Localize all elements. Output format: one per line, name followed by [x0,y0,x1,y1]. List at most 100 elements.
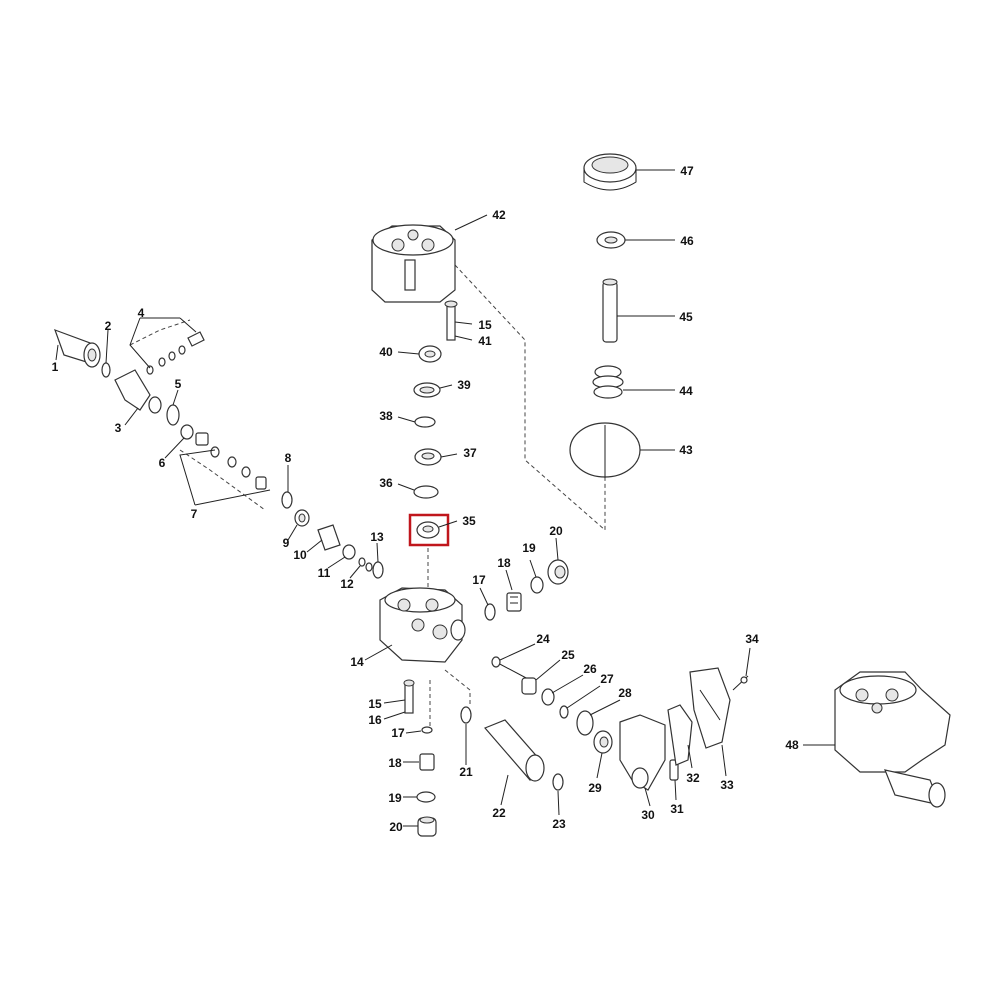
part-11-seal [342,544,356,560]
part-15-41-screw [444,300,458,341]
label-35: 35 [462,514,476,528]
part-43-diaphragm [569,422,641,478]
label-37: 37 [463,446,477,460]
label-30: 30 [641,808,655,822]
label-17-lower: 17 [391,726,405,740]
part-35-highlight-box [408,513,450,547]
label-31: 31 [670,802,684,816]
part-37-seal [414,448,442,466]
label-21: 21 [459,765,473,779]
part-32-bracket [667,704,693,766]
label-46: 46 [680,234,694,248]
label-19-upper: 19 [522,541,536,555]
label-18-lower: 18 [388,756,402,770]
label-11: 11 [318,566,331,580]
label-17-upper: 17 [472,573,486,587]
part-9-cap [294,509,310,527]
part-39-spring-washer [413,382,441,398]
label-26: 26 [583,662,597,676]
label-4: 4 [138,306,145,320]
label-32: 32 [686,771,700,785]
part-15-16-stud [403,679,415,714]
assembly-guide-lines [129,264,606,730]
label-40: 40 [379,345,393,359]
part-17-lower-oring [421,726,433,734]
label-34: 34 [745,632,759,646]
label-14: 14 [350,655,364,669]
part-20-lower-cap [417,816,437,837]
part-19-lower-oring [416,791,436,803]
label-16: 16 [368,713,382,727]
part-34-screw [732,675,749,691]
callout-labels: 1 2 3 4 5 6 7 8 9 10 11 12 13 14 15 15 1… [52,164,799,834]
label-23: 23 [552,817,566,831]
part-10-valve-housing [317,524,341,551]
part-19-oring [530,576,544,594]
part-35-seal [416,521,440,539]
label-19-lower: 19 [388,791,402,805]
part-46-seal [596,231,626,249]
label-27: 27 [600,672,614,686]
label-3: 3 [115,421,122,435]
part-17-oring [484,603,496,621]
label-24: 24 [536,632,550,646]
part-44-spring [592,365,624,399]
label-15-upper: 15 [478,318,492,332]
label-28: 28 [618,686,632,700]
label-43: 43 [679,443,693,457]
part-8-oring [281,491,293,509]
label-10: 10 [293,548,307,562]
part-42-upper-housing [371,224,456,303]
part-21-oring [460,706,472,724]
label-2: 2 [105,319,112,333]
part-18-valve [506,592,522,612]
part-14-pump-head [379,587,466,663]
part-6-bushing [180,424,209,446]
label-6: 6 [159,456,166,470]
label-38: 38 [379,409,393,423]
label-15-lower: 15 [368,697,382,711]
part-45-rod [602,278,618,343]
part-33-cover [689,667,731,749]
label-5: 5 [175,377,182,391]
label-18-upper: 18 [497,556,511,570]
label-41: 41 [478,334,492,348]
part-7-valve-set [210,446,267,490]
part-22-outlet-fitting [483,719,545,782]
part-18-lower-valve [419,753,435,771]
part-38-oring [414,416,436,428]
part-26-seal [541,688,555,706]
part-1-inlet-fitting [53,328,101,368]
part-25-bushing [521,677,537,695]
part-36-oring [413,485,439,499]
label-42: 42 [492,208,506,222]
label-8: 8 [285,451,292,465]
part-28-oring [576,710,594,736]
part-24-plunger [491,656,531,681]
part-23-oring [552,773,564,791]
label-20-upper: 20 [549,524,563,538]
part-27-washer [559,705,569,719]
leader-lines [55,169,835,827]
label-48: 48 [785,738,799,752]
label-25: 25 [561,648,575,662]
part-5-oring [166,404,180,426]
part-29-cap [593,730,613,754]
part-40-nut [418,345,442,363]
label-22: 22 [492,806,506,820]
label-39: 39 [457,378,471,392]
label-45: 45 [679,310,693,324]
label-20-lower: 20 [389,820,403,834]
label-7: 7 [191,507,198,521]
part-2-oring [101,362,111,378]
label-12: 12 [340,577,354,591]
part-20-cap [547,559,569,585]
label-1: 1 [52,360,59,374]
label-9: 9 [283,536,290,550]
label-13: 13 [370,530,384,544]
label-44: 44 [679,384,693,398]
label-36: 36 [379,476,393,490]
label-33: 33 [720,778,734,792]
part-13-oring [372,561,384,579]
